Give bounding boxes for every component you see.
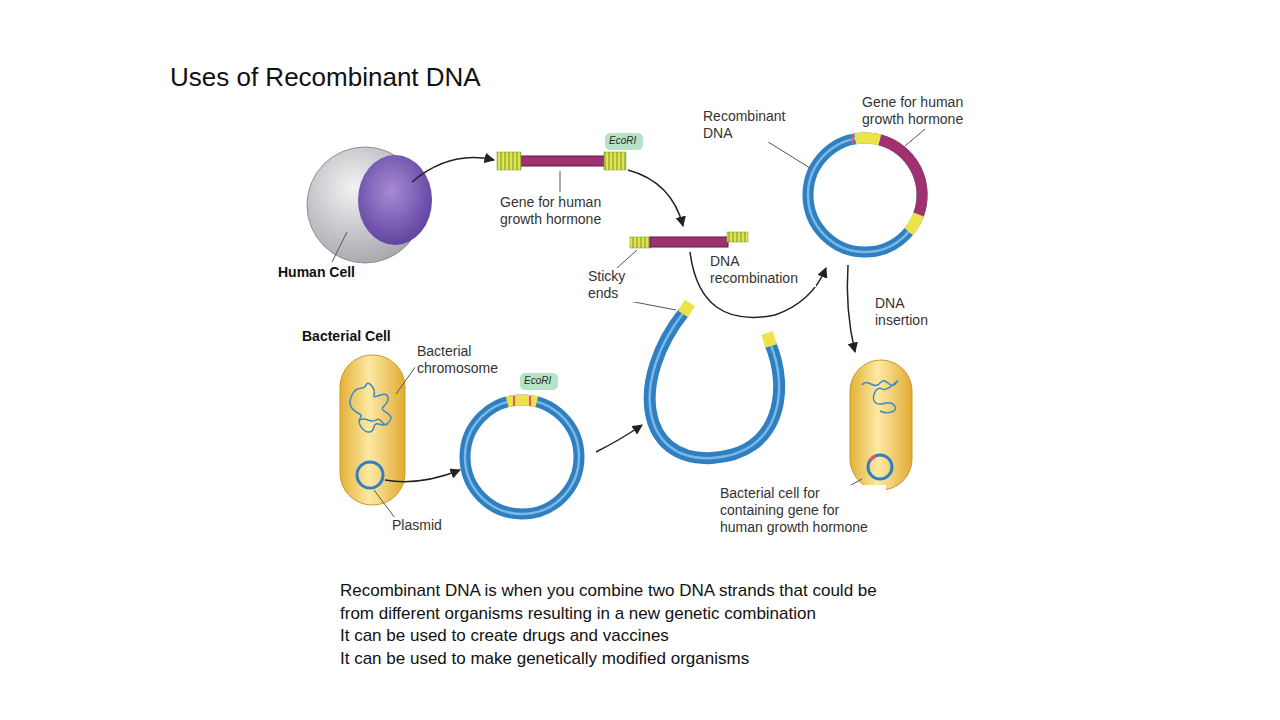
open-plasmid — [650, 312, 779, 458]
cut-mark — [529, 396, 531, 406]
sticky-end — [497, 152, 521, 170]
recombinant-ring — [808, 138, 922, 252]
arrow — [847, 265, 855, 352]
sticky-end — [630, 237, 651, 248]
sticky-end — [767, 333, 771, 346]
enzyme-badge: EcoRI — [605, 133, 643, 150]
plasmid-label: Plasmid — [390, 517, 444, 534]
leader-line — [332, 232, 347, 262]
caption-line: It can be used to make genetically modif… — [338, 648, 751, 671]
arrow — [385, 470, 460, 482]
sticky-end — [727, 232, 748, 242]
plasmid-ring — [465, 400, 579, 514]
enzyme-name: EcoRI — [520, 373, 558, 389]
sticky-ends-label: Sticky ends — [586, 268, 642, 302]
enzyme-badge: EcoRI — [520, 373, 558, 390]
leader-line — [617, 250, 637, 268]
leader-line — [905, 129, 925, 146]
bacterial-cell — [340, 355, 405, 505]
plasmid — [868, 455, 892, 479]
sticky-end — [909, 215, 919, 232]
step-label: DNA insertion — [873, 295, 945, 329]
enzyme-name: EcoRI — [605, 133, 643, 149]
sticky-end — [683, 303, 690, 314]
inserted-gene — [870, 456, 876, 461]
cut-mark — [852, 134, 853, 144]
bacterial-chromosome — [350, 383, 391, 432]
caption-line: It can be used to create drugs and vacci… — [338, 625, 671, 648]
arrow — [596, 425, 642, 452]
inserted-gene — [880, 140, 922, 215]
slide-title: Uses of Recombinant DNA — [170, 61, 481, 93]
nucleus — [358, 155, 432, 245]
plasmid — [357, 462, 383, 488]
arrow — [628, 170, 683, 226]
leader-line — [396, 366, 416, 394]
sticky-end — [604, 152, 626, 170]
cut-mark — [513, 396, 515, 406]
cell-label: Human Cell — [276, 264, 357, 281]
caption-line: Recombinant DNA is when you combine two … — [338, 580, 908, 625]
gene-label: Gene for human growth hormone — [860, 94, 982, 128]
step-label: DNA recombination — [708, 253, 816, 287]
ring-highlight — [650, 312, 779, 458]
gene-strand — [520, 156, 605, 166]
ring-highlight — [808, 138, 922, 252]
arrow — [690, 252, 826, 317]
arrow — [412, 158, 494, 182]
chromosome-label: Bacterial chromosome — [415, 343, 511, 377]
result-label: Bacterial cell for containing gene for h… — [718, 485, 886, 536]
leader-line — [560, 171, 561, 192]
recombinant-label: Recombinant DNA — [701, 108, 797, 142]
leader-line — [765, 140, 810, 168]
bacterial-chromosome — [862, 381, 897, 413]
ring-highlight — [465, 400, 579, 514]
ecori-site — [507, 400, 537, 402]
cell-label: Bacterial Cell — [300, 328, 393, 345]
sticky-end — [855, 138, 880, 140]
bacterial-cell — [850, 360, 912, 490]
gene-label: Gene for human growth hormone — [498, 194, 620, 228]
gene-strand — [650, 237, 728, 247]
leader-line — [374, 490, 395, 518]
